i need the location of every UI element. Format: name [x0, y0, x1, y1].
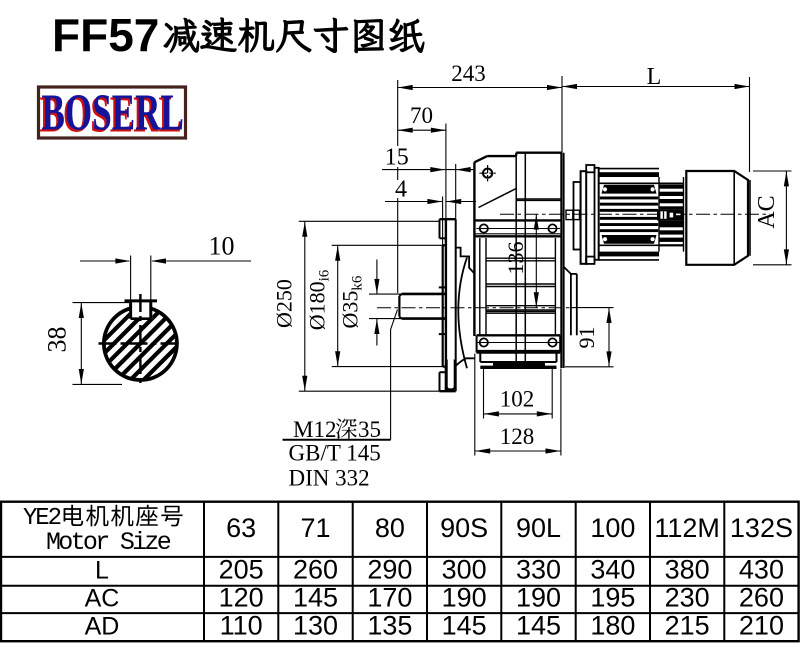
svg-text:35: 35 [358, 417, 381, 442]
svg-text:80: 80 [375, 513, 405, 543]
svg-text:230: 230 [665, 583, 710, 613]
svg-text:145: 145 [442, 611, 487, 641]
svg-text:330: 330 [516, 555, 561, 585]
svg-text:BOSERL: BOSERL [42, 83, 184, 142]
svg-text:91: 91 [574, 327, 599, 349]
svg-text:15: 15 [385, 145, 409, 171]
svg-text:170: 170 [367, 583, 412, 613]
svg-text:260: 260 [739, 583, 784, 613]
svg-text:AC: AC [85, 585, 120, 613]
svg-text:Ø180i6: Ø180i6 [305, 269, 333, 330]
svg-text:243: 243 [451, 61, 486, 86]
svg-text:63: 63 [226, 513, 256, 543]
svg-text:260: 260 [293, 555, 338, 585]
svg-text:Motor Size: Motor Size [46, 528, 171, 557]
svg-text:GB/T 145: GB/T 145 [289, 441, 381, 466]
svg-text:145: 145 [516, 611, 561, 641]
svg-text:195: 195 [590, 583, 635, 613]
svg-text:YE2: YE2 [23, 505, 61, 532]
svg-text:4: 4 [395, 177, 407, 203]
svg-text:102: 102 [500, 387, 535, 412]
svg-text:128: 128 [500, 424, 535, 449]
svg-text:136: 136 [503, 242, 528, 275]
svg-text:145: 145 [293, 583, 338, 613]
svg-text:71: 71 [300, 513, 330, 543]
svg-text:DIN 332: DIN 332 [289, 466, 370, 491]
svg-text:215: 215 [665, 611, 710, 641]
svg-text:L: L [647, 64, 662, 90]
svg-text:120: 120 [219, 583, 264, 613]
svg-text:290: 290 [367, 555, 412, 585]
svg-text:BOSERL: BOSERL [39, 85, 181, 144]
svg-text:132S: 132S [730, 513, 793, 543]
svg-text:180: 180 [590, 611, 635, 641]
svg-text:110: 110 [220, 611, 263, 641]
svg-text:Ø250: Ø250 [272, 279, 297, 328]
svg-text:190: 190 [442, 583, 487, 613]
svg-text:L: L [95, 557, 109, 585]
svg-text:112M: 112M [654, 513, 720, 543]
svg-text:300: 300 [442, 555, 487, 585]
svg-text:90S: 90S [440, 513, 488, 543]
svg-text:M12: M12 [293, 417, 336, 442]
svg-text:Ø35k6: Ø35k6 [338, 275, 366, 328]
svg-text:10: 10 [209, 232, 235, 261]
svg-text:210: 210 [739, 611, 784, 641]
svg-text:190: 190 [516, 583, 561, 613]
svg-text:AD: AD [85, 613, 120, 641]
svg-text:130: 130 [293, 611, 338, 641]
svg-text:205: 205 [219, 555, 264, 585]
svg-text:430: 430 [739, 555, 784, 585]
svg-text:100: 100 [590, 513, 635, 543]
svg-text:70: 70 [410, 103, 433, 128]
svg-text:340: 340 [590, 555, 635, 585]
svg-text:38: 38 [43, 327, 72, 353]
svg-text:135: 135 [367, 611, 412, 641]
svg-text:380: 380 [665, 555, 710, 585]
svg-text:AC: AC [754, 195, 780, 228]
svg-text:90L: 90L [516, 513, 561, 543]
